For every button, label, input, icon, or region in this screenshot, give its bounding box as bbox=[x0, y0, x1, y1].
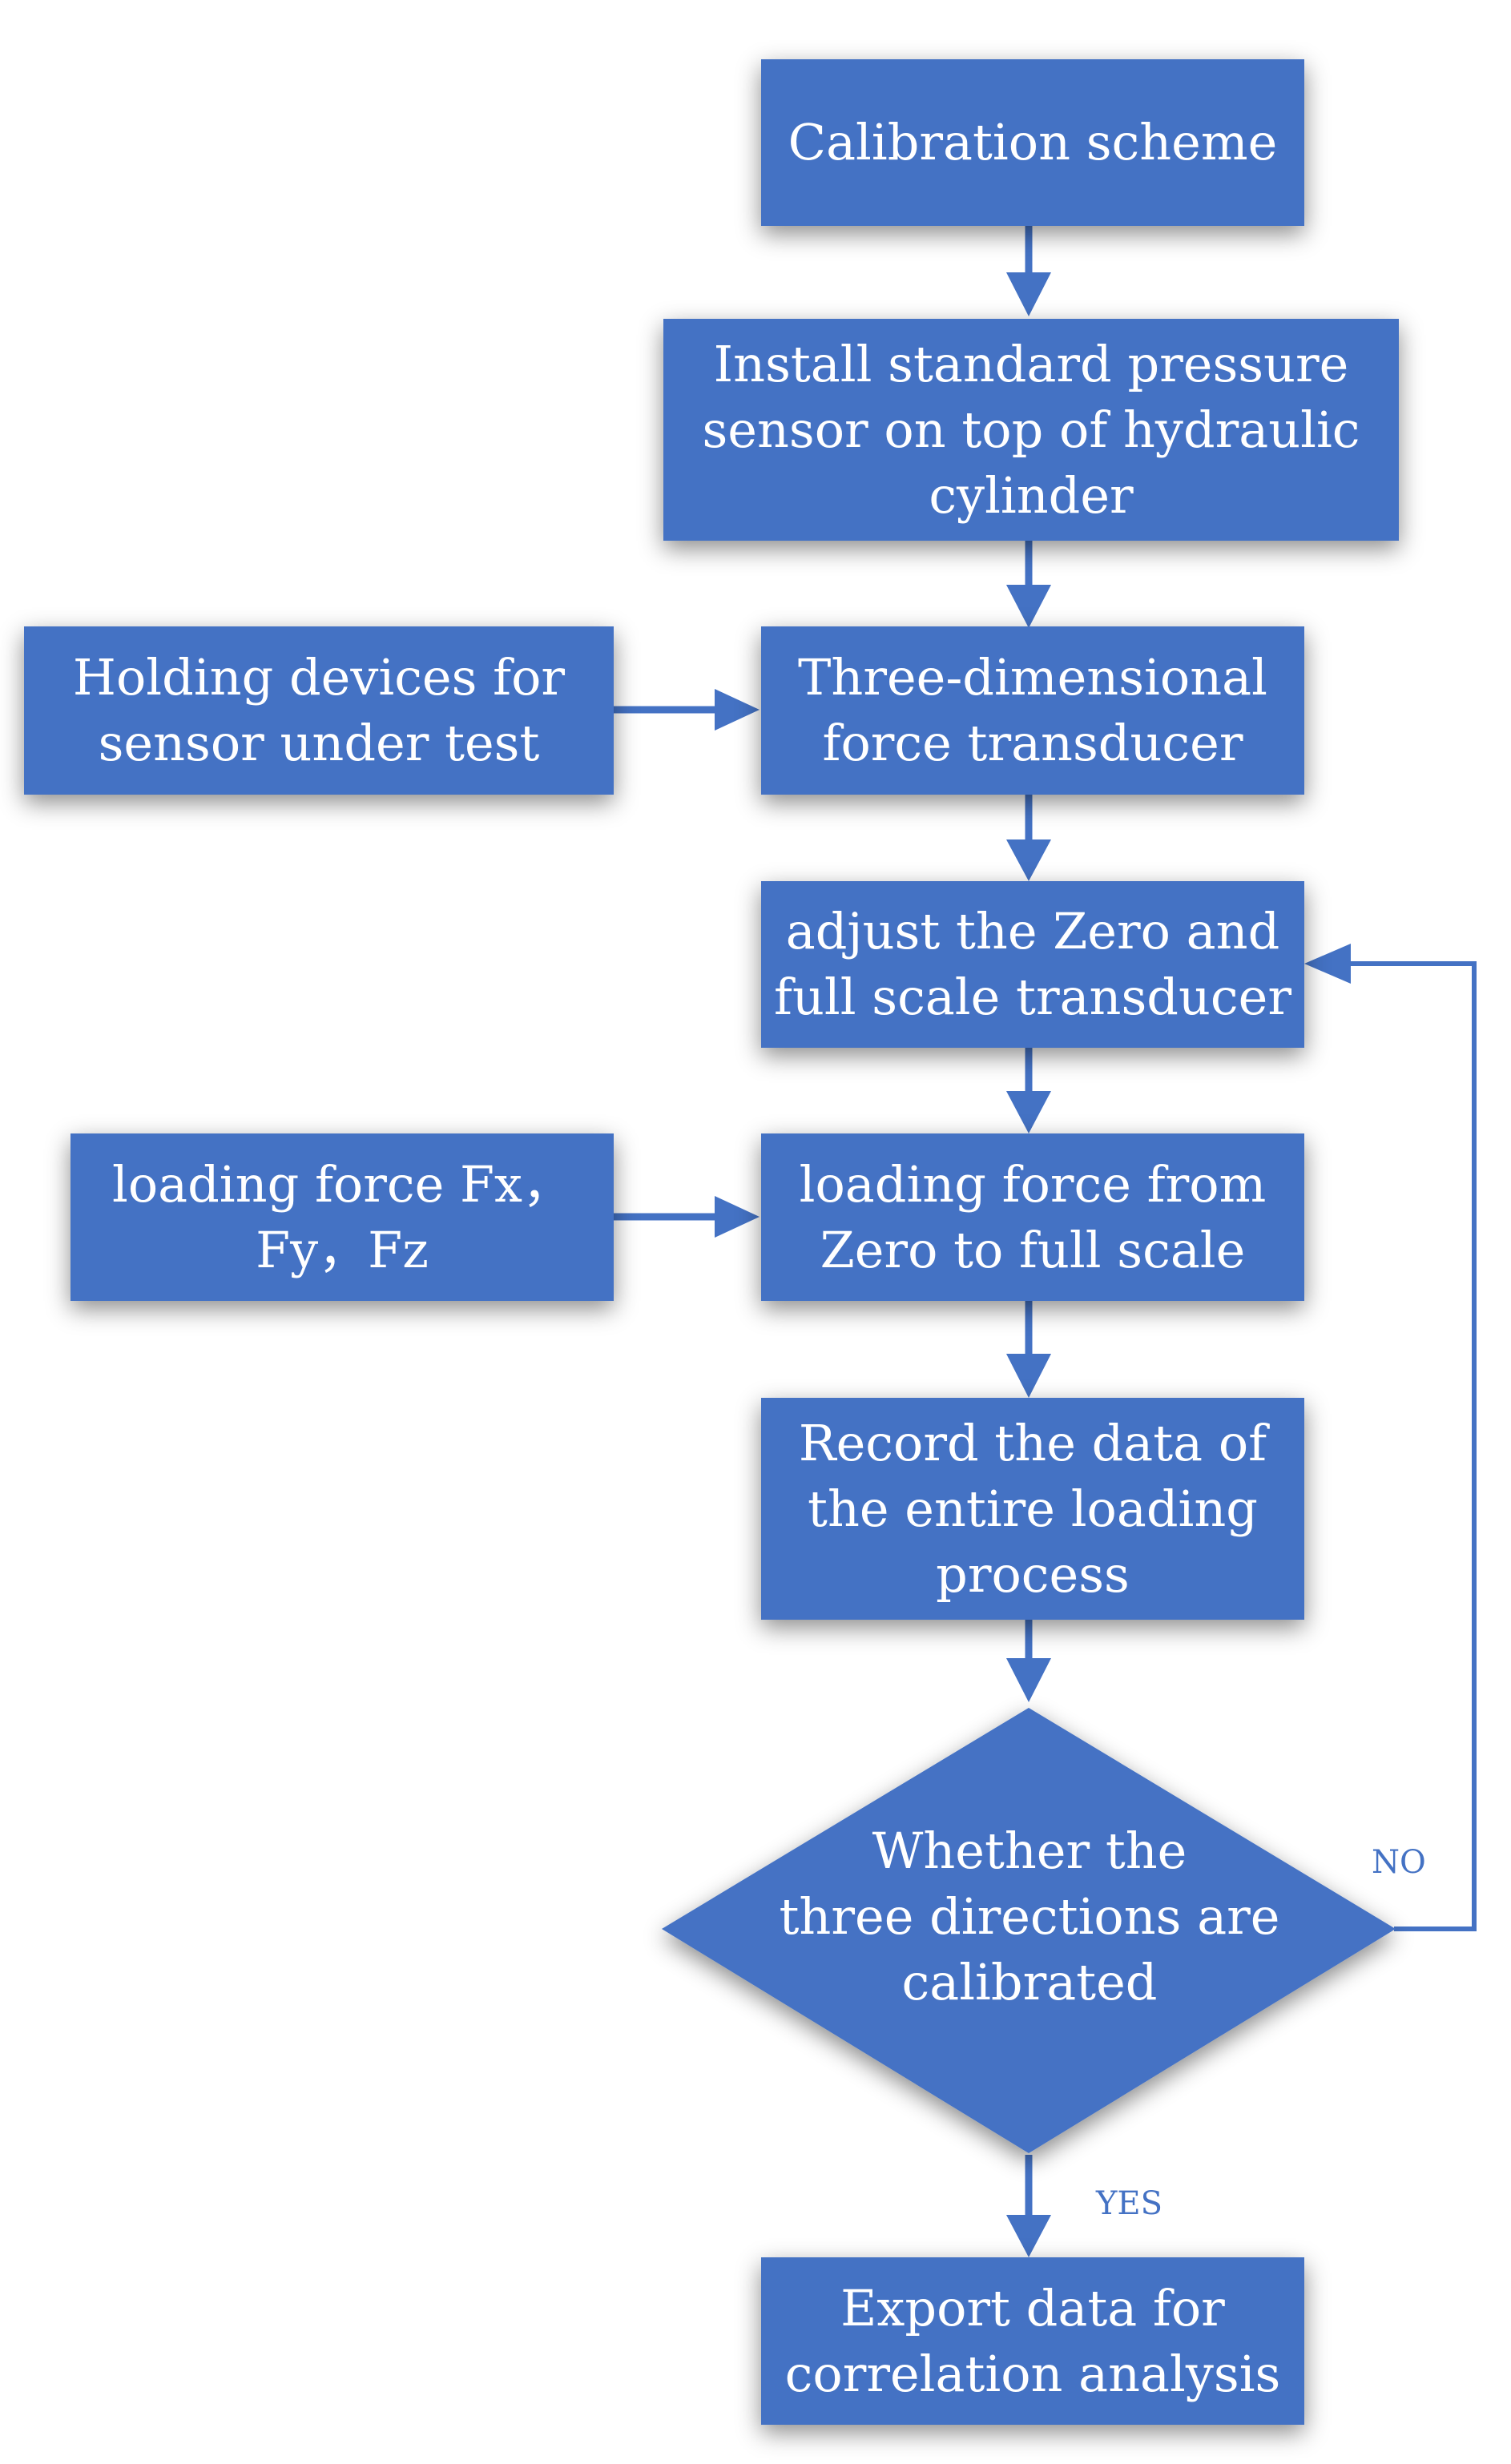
arrow-holding-to-transducer bbox=[614, 689, 760, 731]
arrow-forces-to-loading bbox=[614, 1196, 760, 1238]
node-text: three directions are bbox=[779, 1887, 1280, 1946]
edge-label-no: NO bbox=[1372, 1844, 1426, 1881]
arrow-calibration-to-install bbox=[1006, 226, 1051, 316]
arrow-no-loop bbox=[1304, 944, 1477, 1931]
arrow-decision-to-export bbox=[1006, 2155, 1051, 2257]
node-adjust-zero: adjust the Zero and full scale transduce… bbox=[761, 881, 1304, 1048]
edge-label-yes: YES bbox=[1096, 2185, 1163, 2222]
node-text: loading force Fx， bbox=[112, 1154, 572, 1214]
arrow-record-to-decision bbox=[1006, 1620, 1051, 1702]
node-text: Calibration scheme bbox=[788, 113, 1278, 171]
node-text: Whether the bbox=[872, 1822, 1187, 1880]
node-text: sensor on top of hydraulic bbox=[702, 400, 1360, 459]
decision-diamond bbox=[662, 1708, 1396, 2153]
node-text: adjust the Zero and bbox=[785, 902, 1280, 960]
node-text: full scale transducer bbox=[774, 968, 1291, 1026]
node-text: process bbox=[936, 1544, 1130, 1604]
node-holding-devices: Holding devices for sensor under test bbox=[24, 626, 614, 795]
arrow-transducer-to-adjust bbox=[1006, 795, 1051, 881]
node-three-dim-transducer: Three-dimensional force transducer bbox=[761, 626, 1304, 795]
node-export-data: Export data for correlation analysis bbox=[761, 2257, 1304, 2425]
node-calibration-scheme: Calibration scheme bbox=[761, 59, 1304, 226]
node-text: Three-dimensional bbox=[798, 648, 1267, 707]
node-text: Record the data of bbox=[798, 1413, 1267, 1472]
node-text: Export data for bbox=[840, 2278, 1225, 2337]
node-text: sensor under test bbox=[98, 714, 540, 772]
node-text: Holding devices for bbox=[72, 648, 566, 707]
arrow-loading-to-record bbox=[1006, 1301, 1051, 1398]
node-text: the entire loading bbox=[808, 1479, 1258, 1538]
node-install-sensor: Install standard pressure sensor on top … bbox=[663, 319, 1399, 541]
node-text: Install standard pressure bbox=[713, 334, 1349, 393]
node-text: correlation analysis bbox=[784, 2344, 1281, 2403]
node-text: loading force from bbox=[799, 1154, 1267, 1214]
arrow-adjust-to-loading bbox=[1006, 1048, 1051, 1133]
node-loading-forces: loading force Fx， Fy，Fz bbox=[71, 1133, 614, 1301]
node-text: Fy，Fz bbox=[256, 1220, 429, 1279]
arrow-install-to-transducer bbox=[1006, 541, 1051, 628]
node-text: Zero to full scale bbox=[820, 1220, 1246, 1279]
node-text: cylinder bbox=[929, 465, 1134, 525]
node-record-data: Record the data of the entire loading pr… bbox=[761, 1398, 1304, 1620]
decision-text: Whether the three directions are calibra… bbox=[769, 1818, 1290, 2015]
node-loading-zero-full: loading force from Zero to full scale bbox=[761, 1133, 1304, 1301]
node-text: calibrated bbox=[901, 1953, 1158, 2011]
node-text: force transducer bbox=[822, 714, 1243, 772]
